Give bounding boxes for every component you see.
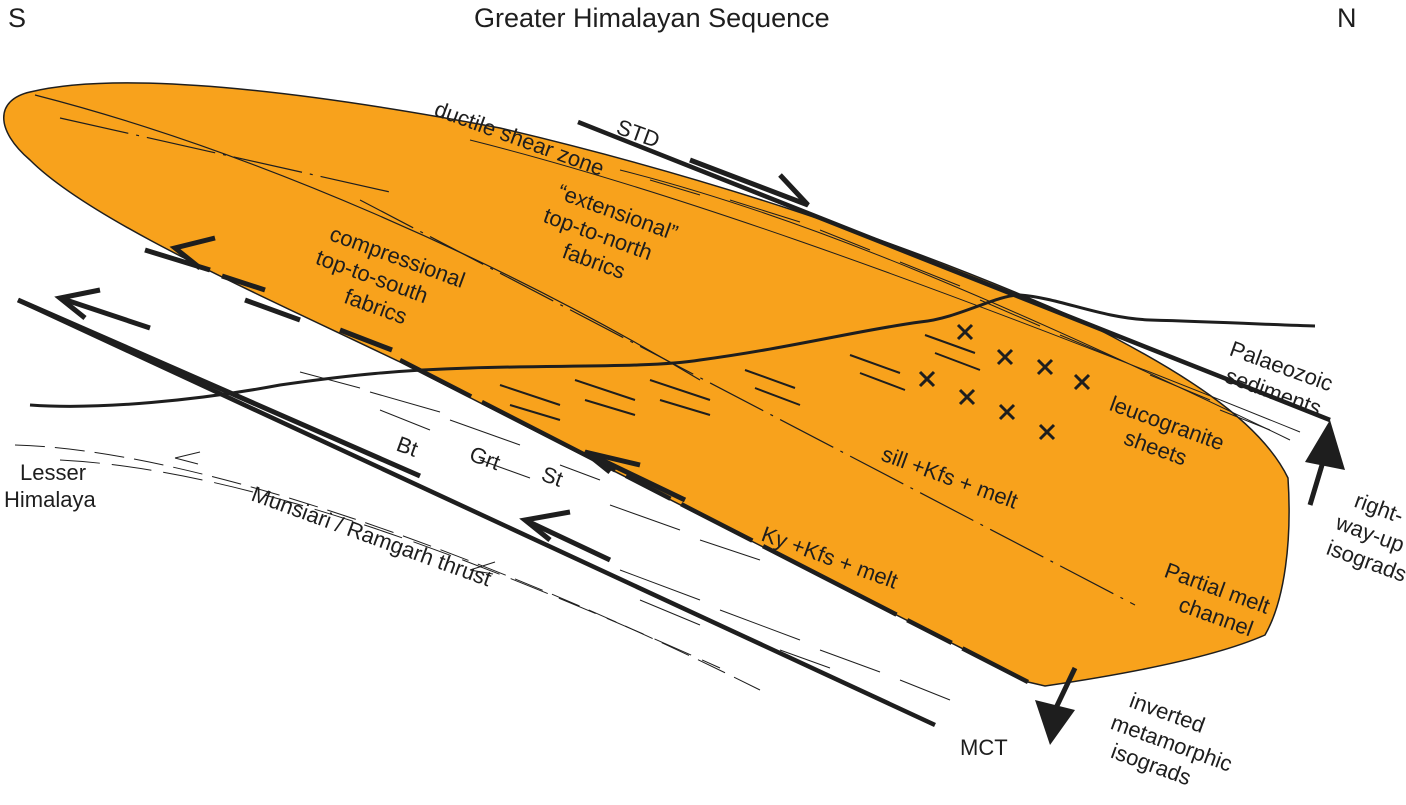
label-north: N (1337, 3, 1357, 33)
label-south: S (8, 3, 26, 33)
label-grt: Grt (466, 441, 503, 475)
diagram-title: Greater Himalayan Sequence (474, 3, 830, 33)
label-lesser-himalaya: Lesser Himalaya (4, 460, 96, 512)
right-way-up-arrow (1305, 420, 1345, 505)
label-right-way-up: right- way-up isograds (1322, 484, 1406, 587)
label-munsiari-thrust: Munsiari / Ramgarh thrust (248, 481, 494, 591)
label-palaeozoic: Palaeozoic sediments (1217, 336, 1336, 422)
label-mct: MCT (960, 735, 1008, 760)
svg-text:Lesser: Lesser (20, 460, 86, 485)
label-st: St (538, 461, 566, 492)
label-bt: Bt (393, 431, 421, 462)
svg-text:Himalaya: Himalaya (4, 487, 96, 512)
label-inverted-isograds: inverted metamorphic isograds (1098, 684, 1245, 802)
